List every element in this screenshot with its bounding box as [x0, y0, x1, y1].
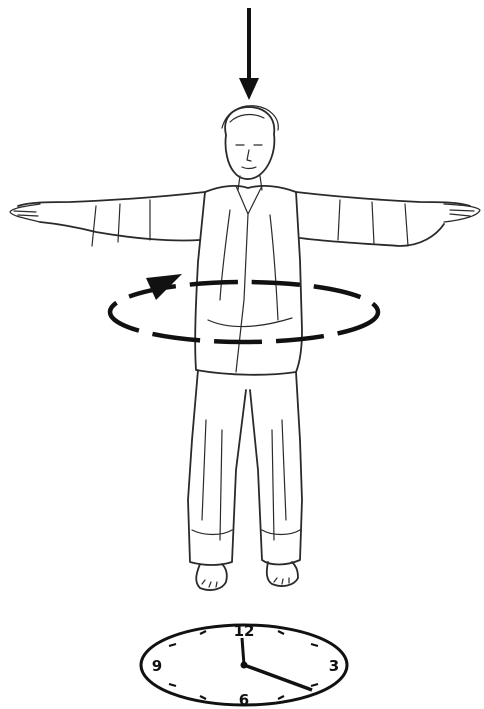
person-figure [10, 106, 480, 590]
clock-numeral-3: 3 [329, 657, 339, 675]
head [222, 106, 278, 190]
right-arm [296, 192, 480, 246]
clock-numeral-12: 12 [234, 622, 255, 640]
clock-numeral-6: 6 [239, 691, 249, 709]
feet [196, 562, 298, 590]
rotation-arrow-icon [110, 274, 378, 342]
down-arrow-icon [239, 8, 259, 100]
pants [188, 370, 302, 565]
left-arm [10, 192, 205, 246]
shirt [195, 186, 302, 375]
clock-numeral-9: 9 [152, 657, 162, 675]
clock-icon: 12 3 6 9 [141, 622, 347, 709]
